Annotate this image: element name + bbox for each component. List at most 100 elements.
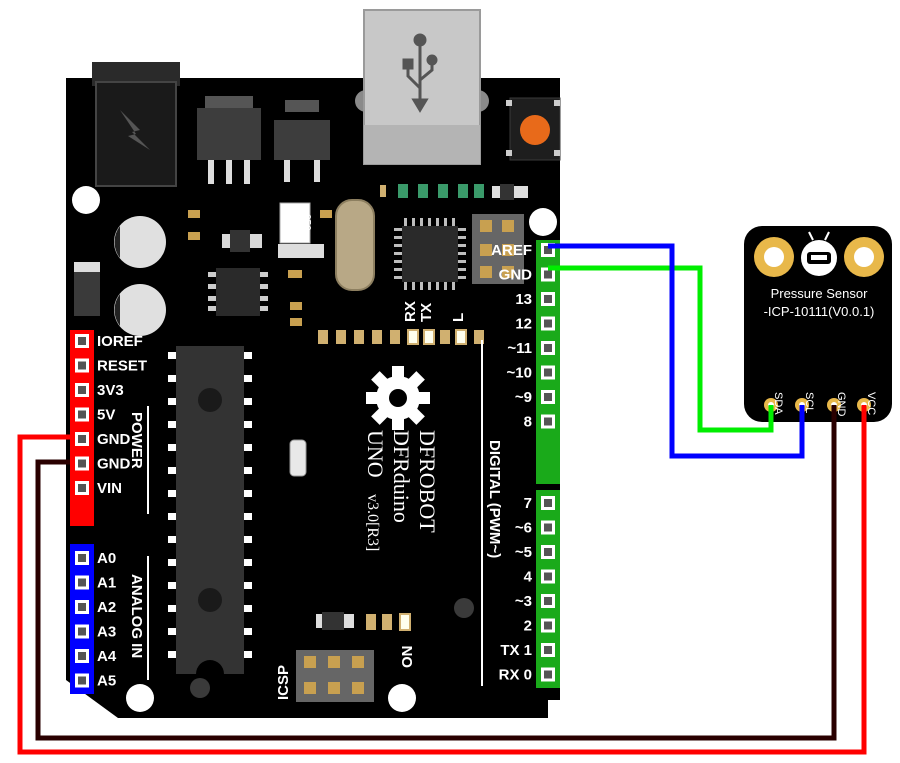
power-pin-hole — [78, 410, 86, 419]
l-label: L — [450, 313, 467, 322]
dip-pin — [244, 421, 252, 428]
power-pin-label: GND — [97, 431, 131, 448]
power-pin-hole — [78, 435, 86, 443]
analog-pin-label: A1 — [97, 575, 116, 592]
dip-pin — [244, 582, 252, 589]
board-via — [454, 598, 474, 618]
analog-pin-hole — [78, 652, 86, 660]
voltage-regulator — [197, 96, 261, 184]
power-pin-hole — [78, 361, 86, 370]
smd-components — [188, 210, 332, 326]
main-mcu-chip — [176, 346, 244, 674]
power-pin-hole — [78, 337, 86, 345]
digital-pin-hole — [544, 246, 552, 254]
power-led-area: ON — [316, 612, 416, 668]
digital-pin-label: 8 — [524, 414, 532, 431]
digital-pin-label: 4 — [524, 569, 533, 586]
dip-pin — [168, 467, 176, 474]
board-name: DFRduino — [389, 430, 414, 523]
dip-pin — [168, 513, 176, 520]
dip-pin — [244, 605, 252, 612]
rx-led — [407, 329, 419, 345]
svg-text:050: 050 — [301, 214, 312, 231]
analog-pin-hole — [78, 627, 86, 636]
dip-pin — [168, 536, 176, 543]
dip-pin — [168, 375, 176, 382]
dfrobot-gear-logo — [366, 366, 430, 430]
small-ic — [208, 268, 268, 316]
analog-pin-label: A0 — [97, 550, 116, 567]
analog-pin-hole — [78, 554, 86, 562]
robot-logo-icon — [801, 231, 837, 276]
diode-band — [74, 262, 100, 272]
usb-mcu-chip — [394, 218, 466, 290]
digital-pin-label: ~5 — [515, 544, 532, 561]
digital-pin-label: RX 0 — [499, 667, 532, 684]
wire-5v-to-vcc — [17, 405, 867, 755]
digital-pin-hole — [544, 646, 552, 654]
digital-pin-hole — [544, 523, 552, 532]
dip-pin — [244, 628, 252, 635]
dip-pin — [244, 513, 252, 520]
digital-pin-hole — [544, 597, 552, 605]
digital-pin-label: 2 — [524, 618, 532, 635]
digital-pin-hole — [544, 344, 552, 352]
power-pin-hole — [78, 386, 86, 394]
board-via — [190, 678, 210, 698]
dip-pin — [168, 559, 176, 566]
dip-pin — [168, 490, 176, 497]
led-row: RX TX L — [318, 301, 484, 345]
digital-pin-label: 12 — [515, 316, 532, 333]
digital-header-upper — [536, 240, 560, 484]
resonator — [289, 439, 307, 477]
l-led — [455, 329, 467, 345]
dip-pin — [168, 444, 176, 451]
wire-gnd-to-gnd — [35, 405, 837, 741]
dip-pin — [168, 628, 176, 635]
dip-pin — [168, 582, 176, 589]
dip-pin — [168, 651, 176, 658]
digital-pin-label: 7 — [524, 495, 532, 512]
analog-pin-label: A4 — [97, 648, 117, 665]
power-pin-label: 3V3 — [97, 382, 124, 399]
reset-button — [506, 97, 561, 161]
arduino-board: a 050 — [66, 9, 561, 718]
usb-icon — [402, 33, 438, 113]
analog-pin-label: A5 — [97, 673, 116, 690]
marked-chip: a 050 — [279, 202, 312, 244]
mounting-hole — [388, 684, 416, 712]
dip-pin — [244, 651, 252, 658]
digital-pin-hole — [544, 393, 552, 401]
dip-pin — [244, 559, 252, 566]
digital-pin-hole — [544, 270, 552, 279]
analog-header — [70, 544, 94, 694]
dip-pin — [244, 467, 252, 474]
icsp-header-bottom: ICSP — [275, 650, 374, 702]
mounting-hole — [529, 208, 557, 236]
usb-connector — [355, 9, 489, 165]
sensor-pin-label: SCL — [803, 392, 815, 413]
dip-pin — [168, 352, 176, 359]
analog-pin-label: A3 — [97, 624, 116, 641]
digital-pin-label: GND — [499, 267, 533, 284]
dip-pin — [168, 421, 176, 428]
board-version: v3.0[R3] — [364, 494, 381, 551]
dip-pin — [168, 398, 176, 405]
digital-pin-hole — [544, 417, 552, 426]
mounting-hole — [126, 684, 154, 712]
dip-pin — [244, 352, 252, 359]
dc-jack — [92, 62, 180, 187]
digital-pin-label: 13 — [515, 291, 532, 308]
digital-pin-hole — [544, 572, 552, 581]
wires — [17, 243, 867, 755]
dip-pin — [168, 605, 176, 612]
digital-pin-label: ~10 — [507, 365, 532, 382]
analog-pin-hole — [78, 603, 86, 611]
digital-pin-hole — [544, 295, 552, 303]
digital-pin-label: ~6 — [515, 520, 532, 537]
digital-pin-label: TX 1 — [500, 642, 532, 659]
power-pin-label: VIN — [97, 480, 122, 497]
digital-title: DIGITAL (PWM~) — [486, 440, 503, 558]
